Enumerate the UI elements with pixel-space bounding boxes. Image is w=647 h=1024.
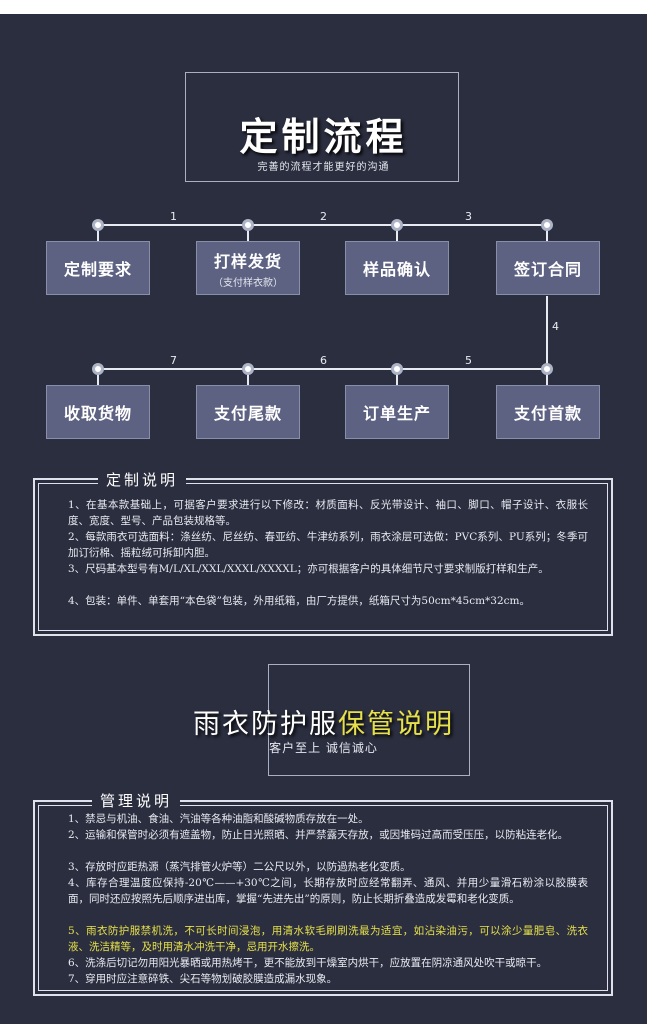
- panel-inner-border: [38, 805, 608, 991]
- custom-paragraph: 3、尺码基本型号有M/L/XL/XXL/XXXL/XXXXL；亦可根据客户的具体…: [68, 563, 549, 575]
- flow-line: [546, 369, 548, 385]
- custom-description-title: 定制说明: [98, 469, 187, 490]
- flow-node-icon: [242, 219, 254, 231]
- step-number: 3: [465, 210, 472, 223]
- management-paragraph: 1、禁忌与机油、食油、汽油等各种油脂和酸碱物质存放在一处。: [68, 813, 369, 825]
- management-paragraph: 4、库存合理温度应保持-20℃——+30℃之间，长期存放时应经常翻弄、通风、并用…: [68, 877, 588, 905]
- flow-line: [97, 369, 99, 385]
- page-subtitle: 完善的流程才能更好的沟通: [257, 162, 390, 173]
- management-panel: [33, 800, 613, 996]
- step-label: 样品确认: [362, 260, 431, 279]
- step-box-first-payment: 支付首款: [496, 385, 600, 439]
- title-frame-decor: [185, 72, 459, 182]
- step-box-receive: 收取货物: [46, 385, 150, 439]
- step-label: 支付首款: [513, 404, 582, 423]
- step-label: 打样发货: [213, 251, 282, 271]
- flow-node-icon: [391, 219, 403, 231]
- step-box-customize: 定制要求: [46, 241, 150, 295]
- flow-node-icon: [92, 363, 104, 375]
- custom-paragraph: 2、每款雨衣可选面料：涤丝纺、尼丝纺、春亚纺、牛津纺系列，雨衣涂层可选做：PVC…: [68, 531, 588, 559]
- flow-line: [98, 224, 547, 226]
- flow-line: [396, 369, 398, 385]
- flow-node-icon: [391, 363, 403, 375]
- management-paragraph-highlight: 5、雨衣防护服禁机洗，不可长时间浸泡，用清水软毛刷刷洗最为适宜，如沾染油污，可以…: [68, 925, 588, 953]
- flow-node-icon: [92, 219, 104, 231]
- flow-line: [396, 225, 398, 241]
- management-paragraph: 2、运输和保管时必须有遮盖物，防止日光照晒、并严禁露天存放，或因堆码过高而受压压…: [68, 829, 569, 841]
- management-title: 管理说明: [92, 790, 181, 811]
- custom-paragraph: 1、在基本款基础上，可据客户要求进行以下修改：材质面料、反光带设计、袖口、脚口、…: [68, 499, 588, 527]
- step-box-final-payment: 支付尾款: [196, 385, 300, 439]
- management-paragraph: 3、存放时应距热源（蒸汽排管火炉等）二公尺以外，以防過热老化变质。: [68, 861, 411, 873]
- step-box-confirm: 样品确认: [345, 241, 449, 295]
- step-label: 定制要求: [63, 260, 132, 279]
- flow-line: [546, 296, 548, 368]
- step-number: 7: [170, 354, 177, 367]
- custom-description-panel: [33, 478, 613, 636]
- management-paragraph: 7、穿用时应注意碎铁、尖石等物划破胶膜造成漏水现象。: [68, 973, 338, 985]
- step-box-contract: 签订合同: [496, 241, 600, 295]
- custom-paragraph: 4、包装：单件、单套用“本色袋”包装，外用纸箱，由厂方提供，纸箱尺寸为50cm*…: [68, 595, 531, 607]
- flow-line: [97, 225, 99, 241]
- section-title-yellow: 保管说明: [338, 709, 454, 740]
- step-label: 支付尾款: [213, 404, 282, 423]
- top-white-strip: [0, 0, 647, 14]
- flow-node-icon: [541, 219, 553, 231]
- step-box-production: 订单生产: [345, 385, 449, 439]
- section-title: 雨衣防护服保管说明: [0, 702, 647, 741]
- flow-node-icon: [242, 363, 254, 375]
- section-subtitle: 客户至上 诚信诚心: [269, 741, 378, 755]
- step-number: 1: [170, 210, 177, 223]
- flow-node-icon: [541, 363, 553, 375]
- page-title: 定制流程: [239, 115, 408, 159]
- step-box-sample: 打样发货 （支付样衣款）: [196, 241, 300, 295]
- step-sublabel: （支付样衣款）: [213, 277, 283, 289]
- management-paragraph: 6、洗涤后切记勿用阳光暴晒或用热烤干，更不能放到干燥室内烘干，应放置在阴凉通风处…: [68, 957, 548, 969]
- flow-line: [247, 225, 249, 241]
- panel-inner-border: [38, 483, 608, 631]
- step-label: 订单生产: [362, 404, 431, 423]
- step-number: 4: [552, 320, 559, 333]
- flow-line: [247, 369, 249, 385]
- step-label: 收取货物: [63, 404, 132, 423]
- step-number: 5: [465, 354, 472, 367]
- step-label: 签订合同: [513, 260, 582, 279]
- title-frame-decor: [268, 664, 470, 776]
- section-title-white: 雨衣防护服: [193, 709, 338, 740]
- step-number: 2: [320, 210, 327, 223]
- flow-line: [546, 225, 548, 241]
- step-number: 6: [320, 354, 327, 367]
- flow-line: [98, 368, 547, 370]
